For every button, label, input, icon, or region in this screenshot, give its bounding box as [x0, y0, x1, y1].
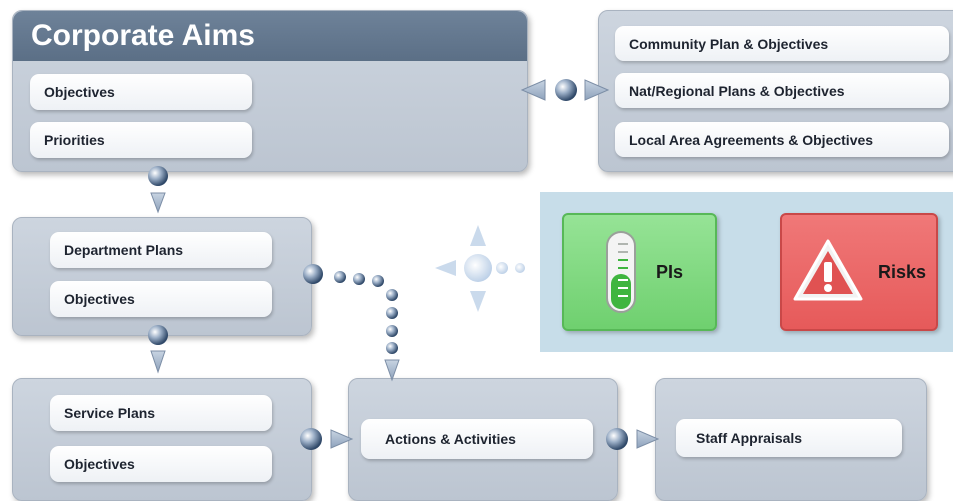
local-area-agreements-item[interactable]: Local Area Agreements & Objectives — [615, 122, 949, 157]
link-corporate-department — [148, 166, 168, 214]
corporate-aims-header — [13, 11, 527, 61]
staff-appraisals-item[interactable]: Staff Appraisals — [676, 419, 902, 457]
corporate-objectives-item[interactable]: Objectives — [30, 74, 252, 110]
link-actions-staff — [606, 428, 660, 450]
corporate-priorities-item[interactable]: Priorities — [30, 122, 252, 158]
thermometer-icon — [604, 230, 638, 321]
link-department-actions — [303, 264, 400, 382]
link-service-actions — [300, 428, 354, 450]
department-plans-item[interactable]: Department Plans — [50, 232, 272, 268]
warning-icon — [792, 237, 864, 308]
corporate-aims-panel: Corporate Aims Objectives Priorities — [12, 10, 528, 172]
service-objectives-item[interactable]: Objectives — [50, 446, 272, 482]
department-plans-panel: Department Plans Objectives — [12, 217, 312, 336]
regional-plans-item[interactable]: Nat/Regional Plans & Objectives — [615, 73, 949, 108]
corporate-aims-title: Corporate Aims — [31, 19, 255, 52]
risks-card[interactable]: Risks — [780, 213, 938, 331]
compass-hub-icon — [435, 225, 525, 312]
actions-activities-item[interactable]: Actions & Activities — [361, 419, 593, 459]
service-plans-panel: Service Plans Objectives — [12, 378, 312, 501]
department-objectives-item[interactable]: Objectives — [50, 281, 272, 317]
service-plans-item[interactable]: Service Plans — [50, 395, 272, 431]
pis-label: PIs — [656, 262, 684, 282]
external-plans-panel: Community Plan & Objectives Nat/Regional… — [598, 10, 953, 172]
risks-label: Risks — [878, 262, 927, 282]
actions-panel: Actions & Activities — [348, 378, 618, 501]
link-corporate-external — [520, 79, 610, 101]
community-plan-item[interactable]: Community Plan & Objectives — [615, 26, 949, 61]
link-department-service — [148, 325, 168, 374]
staff-panel: Staff Appraisals — [655, 378, 927, 501]
pis-card[interactable]: PIs — [562, 213, 717, 331]
